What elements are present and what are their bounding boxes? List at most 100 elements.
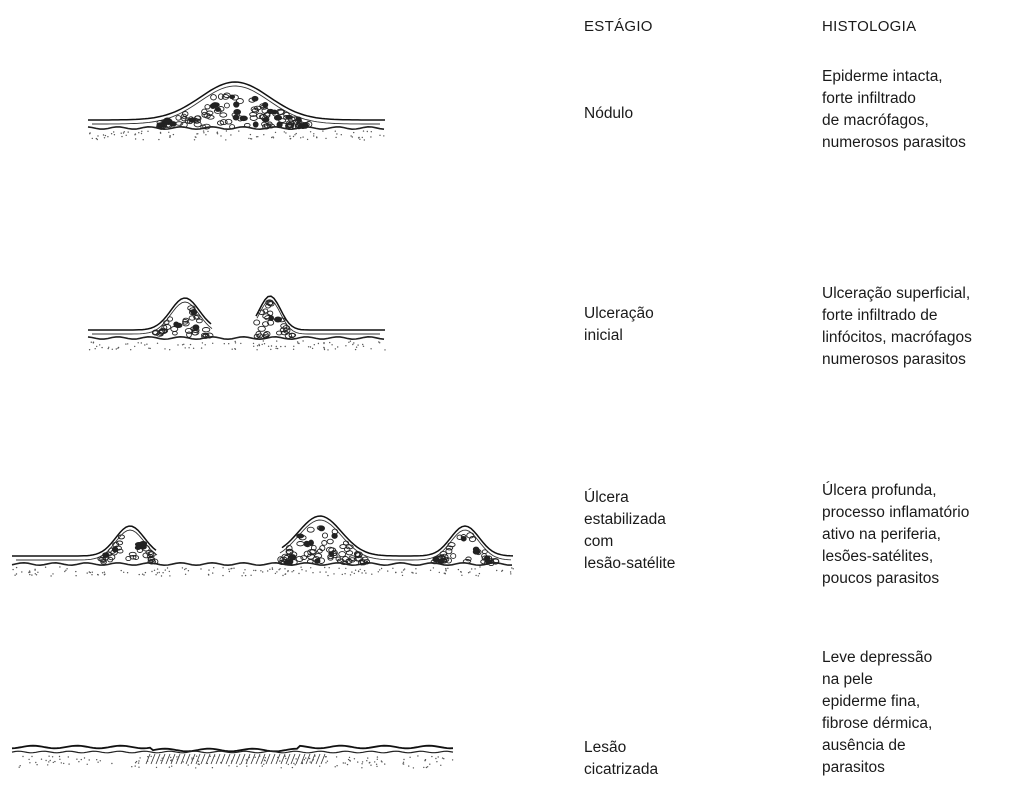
stipple-dot bbox=[138, 132, 139, 133]
stipple-dot bbox=[12, 569, 13, 570]
stipple-dot bbox=[335, 137, 336, 138]
stipple-dot bbox=[356, 347, 357, 348]
stipple-dot bbox=[426, 767, 427, 768]
stipple-dot bbox=[229, 571, 230, 572]
stipple-dot bbox=[310, 761, 311, 762]
fibrosis-mark bbox=[221, 754, 225, 764]
stipple-dot bbox=[370, 136, 371, 137]
stipple-dot bbox=[135, 765, 136, 766]
stipple-dot bbox=[97, 762, 98, 763]
stipple-dot bbox=[378, 341, 379, 342]
stipple-dot bbox=[135, 138, 136, 139]
stipple-dot bbox=[350, 135, 351, 136]
histology-line: de macrófagos, bbox=[822, 110, 966, 132]
early-ulcer-drawing bbox=[88, 296, 386, 350]
cell-mark bbox=[339, 552, 346, 557]
stage-line: com bbox=[584, 531, 675, 553]
stipple-dot bbox=[294, 134, 295, 135]
stipple-dot bbox=[170, 760, 171, 761]
stipple-dot bbox=[59, 756, 60, 757]
dermis-line bbox=[88, 337, 384, 339]
cell-mark bbox=[262, 118, 268, 122]
stipple-dot bbox=[327, 575, 328, 576]
stipple-dot bbox=[296, 133, 297, 134]
histology-line: ausência de bbox=[822, 735, 932, 757]
cell-mark bbox=[254, 320, 260, 325]
stipple-dot bbox=[207, 131, 208, 132]
stipple-dot bbox=[379, 135, 380, 136]
cell-mark bbox=[202, 328, 209, 332]
stipple-dot bbox=[235, 342, 236, 343]
stipple-dot bbox=[50, 760, 51, 761]
fibrosis-mark bbox=[246, 754, 250, 764]
epidermis-line bbox=[12, 516, 513, 556]
stipple-dot bbox=[427, 766, 428, 767]
stipple-dot bbox=[232, 349, 233, 350]
cell-mark bbox=[176, 116, 181, 121]
cell-mark bbox=[322, 533, 327, 538]
histology-line: Epiderme intacta, bbox=[822, 66, 966, 88]
stipple-dot bbox=[461, 571, 462, 572]
stipple-dot bbox=[293, 570, 294, 571]
stipple-dot bbox=[139, 757, 140, 758]
stipple-dot bbox=[240, 343, 241, 344]
stipple-dot bbox=[430, 570, 431, 571]
stipple-dot bbox=[284, 568, 285, 569]
stipple-dot bbox=[350, 574, 351, 575]
stipple-dot bbox=[433, 567, 434, 568]
stipple-dot bbox=[314, 344, 315, 345]
stipple-dot bbox=[371, 131, 372, 132]
cell-mark bbox=[322, 541, 327, 546]
fibrosis-mark bbox=[261, 754, 265, 764]
stipple-dot bbox=[87, 572, 88, 573]
stipple-dot bbox=[188, 570, 189, 571]
stipple-dot bbox=[319, 766, 320, 767]
stipple-dot bbox=[281, 767, 282, 768]
stipple-dot bbox=[314, 755, 315, 756]
stipple-dot bbox=[362, 344, 363, 345]
fibrosis-mark bbox=[171, 754, 175, 764]
stage-line: Úlcera bbox=[584, 487, 675, 509]
stipple-dot bbox=[160, 132, 161, 133]
stipple-dot bbox=[337, 346, 338, 347]
cell-mark bbox=[315, 554, 322, 559]
stipple-dot bbox=[325, 571, 326, 572]
stipple-dot bbox=[246, 763, 247, 764]
stipple-dot bbox=[36, 574, 37, 575]
stipple-dot bbox=[352, 344, 353, 345]
stage-label-healed: Lesão cicatrizada bbox=[584, 737, 658, 781]
stipple-dot bbox=[447, 568, 448, 569]
stipple-dot bbox=[141, 342, 142, 343]
stipple-dot bbox=[301, 569, 302, 570]
stipple-dot bbox=[371, 574, 372, 575]
cell-mark bbox=[234, 110, 241, 115]
stipple-dot bbox=[293, 346, 294, 347]
stipple-dot bbox=[349, 757, 350, 758]
stipple-dot bbox=[350, 760, 351, 761]
stipple-dot bbox=[377, 756, 378, 757]
stipple-dot bbox=[134, 346, 135, 347]
stipple-dot bbox=[158, 139, 159, 140]
stipple-dot bbox=[287, 570, 288, 571]
stipple-dot bbox=[359, 139, 360, 140]
fibrosis-mark bbox=[311, 754, 315, 764]
stipple-dot bbox=[78, 761, 79, 762]
stipple-dot bbox=[52, 756, 53, 757]
stipple-dot bbox=[236, 766, 237, 767]
histology-text-nodule: Epiderme intacta, forte infiltrado de ma… bbox=[822, 66, 966, 154]
stipple-dot bbox=[308, 346, 309, 347]
stipple-dot bbox=[452, 759, 453, 760]
stipple-dot bbox=[336, 133, 337, 134]
stipple-dot bbox=[75, 575, 76, 576]
stipple-dot bbox=[513, 568, 514, 569]
stipple-dot bbox=[471, 568, 472, 569]
stipple-dot bbox=[195, 767, 196, 768]
stipple-dot bbox=[169, 767, 170, 768]
stipple-dot bbox=[310, 346, 311, 347]
stipple-dot bbox=[169, 349, 170, 350]
stipple-dot bbox=[300, 137, 301, 138]
stipple-dot bbox=[144, 344, 145, 345]
stipple-dot bbox=[14, 575, 15, 576]
histology-line: na pele bbox=[822, 669, 932, 691]
stipple-dot bbox=[105, 135, 106, 136]
